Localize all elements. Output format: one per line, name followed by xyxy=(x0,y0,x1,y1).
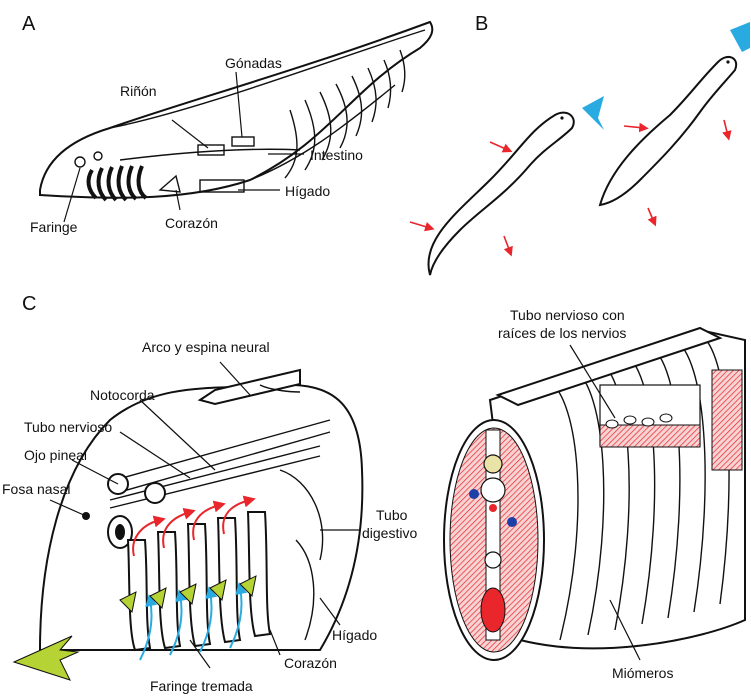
label-notocorda: Notocorda xyxy=(90,387,155,403)
label-tubo-raices-1: Tubo nervioso con xyxy=(510,307,625,323)
cutaway-left xyxy=(14,370,362,680)
amphioxus-body xyxy=(40,22,432,200)
label-higado-c: Hígado xyxy=(332,627,377,643)
label-corazon-a: Corazón xyxy=(165,215,218,231)
panel-label-b: B xyxy=(475,13,488,35)
label-miomeros: Miómeros xyxy=(612,665,673,681)
label-intestino: Intestino xyxy=(310,147,363,163)
label-fosa-nasal: Fosa nasal xyxy=(2,481,70,497)
swimming-animal-1 xyxy=(428,96,604,275)
water-flow-icon xyxy=(582,96,604,130)
label-rinon: Riñón xyxy=(120,83,157,99)
panel-label-a: A xyxy=(22,13,36,35)
panel-label-c: C xyxy=(22,293,36,315)
label-tubo-nervioso: Tubo nervioso xyxy=(24,419,112,435)
label-tubo-digestivo-2: digestivo xyxy=(362,525,417,541)
label-arco-espina: Arco y espina neural xyxy=(142,339,270,355)
swimming-animal-2 xyxy=(600,22,750,205)
label-tubo-raices-2: raíces de los nervios xyxy=(498,325,626,341)
cross-section-right xyxy=(444,328,745,660)
label-higado-a: Hígado xyxy=(285,183,330,199)
label-tubo-digestivo-1: Tubo xyxy=(376,507,408,523)
label-faringe: Faringe xyxy=(30,219,78,235)
label-gonadas: Gónadas xyxy=(225,55,282,71)
label-corazon-c: Corazón xyxy=(284,655,337,671)
label-ojo-pineal: Ojo pineal xyxy=(24,447,87,463)
label-faringe-tremada: Faringe tremada xyxy=(150,678,253,694)
water-flow-icon xyxy=(730,22,750,52)
